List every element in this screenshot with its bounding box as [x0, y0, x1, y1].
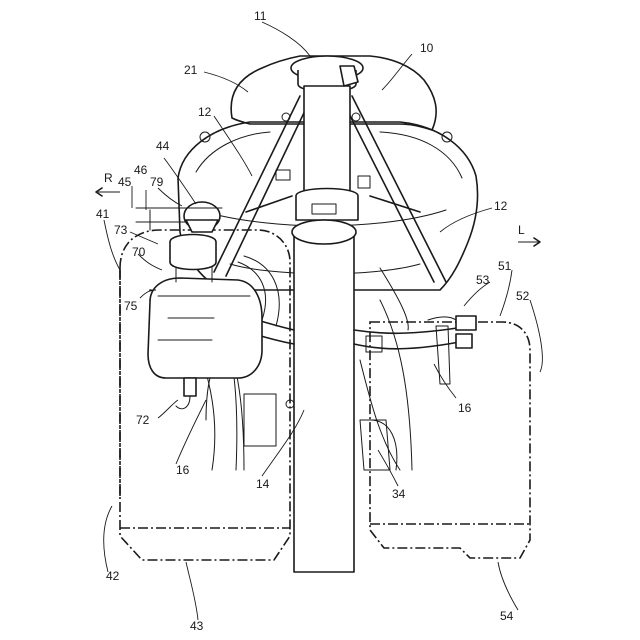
numeral-42: 42	[106, 569, 120, 583]
numeral-21: 21	[184, 63, 198, 77]
numeral-75: 75	[124, 299, 138, 313]
canister-assembly	[148, 235, 279, 409]
numeral-46: 46	[134, 163, 148, 177]
direction-label-left: L	[518, 223, 525, 237]
numeral-79: 79	[150, 175, 164, 189]
numeral-51: 51	[498, 259, 512, 273]
numeral-73: 73	[114, 223, 128, 237]
numeral-16-a: 16	[176, 463, 190, 477]
numeral-12-a: 12	[198, 105, 212, 119]
numeral-43: 43	[190, 619, 204, 633]
numeral-10: 10	[420, 41, 434, 55]
numeral-45: 45	[118, 175, 132, 189]
numeral-14: 14	[256, 477, 270, 491]
numeral-72: 72	[136, 413, 150, 427]
numeral-54: 54	[500, 609, 514, 623]
numeral-70: 70	[132, 245, 146, 259]
numeral-16-b: 16	[458, 401, 472, 415]
numeral-34: 34	[392, 487, 406, 501]
numeral-44: 44	[156, 139, 170, 153]
left-side-case	[370, 322, 530, 558]
direction-label-right: R	[104, 171, 113, 185]
numeral-11: 11	[254, 9, 267, 23]
numeral-12-b: 12	[494, 199, 508, 213]
numeral-53: 53	[476, 273, 490, 287]
rear-fender	[294, 230, 354, 572]
numeral-52: 52	[516, 289, 530, 303]
numeral-41: 41	[96, 207, 110, 221]
filler-neck	[291, 56, 363, 244]
